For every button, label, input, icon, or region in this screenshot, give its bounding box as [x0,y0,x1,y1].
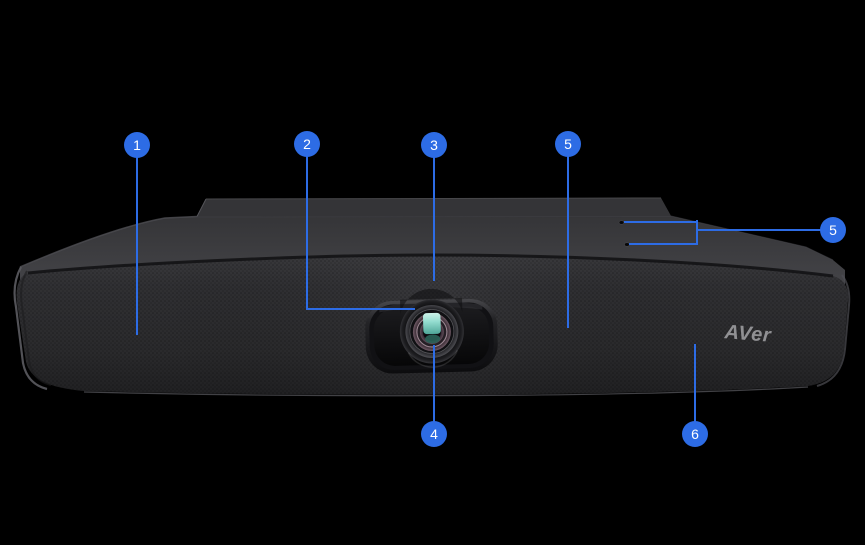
callout-line-4 [433,345,435,422]
callout-line-5-top [567,156,569,328]
callout-line-5-right-main [697,229,821,231]
callout-4: 4 [421,421,447,447]
right-rim-highlight [816,274,851,387]
callout-5-top: 5 [555,131,581,157]
camera-lens [365,288,498,374]
left-rim-highlight [13,266,48,391]
callout-1: 1 [124,132,150,158]
callout-line-6 [694,344,696,422]
callout-line-5-right-bracket-top [624,221,698,223]
callout-line-5-right-bracket-bottom [629,243,698,245]
callout-line-2-horizontal [306,308,415,310]
callout-line-1 [136,157,138,335]
callout-line-3 [433,157,435,281]
callout-6: 6 [682,421,708,447]
aver-logo: AVer [723,321,773,347]
callout-5-right: 5 [820,217,846,243]
mic-holes [618,220,630,247]
lens-sensor-reflection [422,312,441,335]
callout-line-5-right-bracket [696,220,698,245]
callout-2: 2 [294,131,320,157]
bottom-edge-highlight [83,386,809,397]
callout-3: 3 [421,132,447,158]
callout-line-2-vertical [306,156,308,310]
